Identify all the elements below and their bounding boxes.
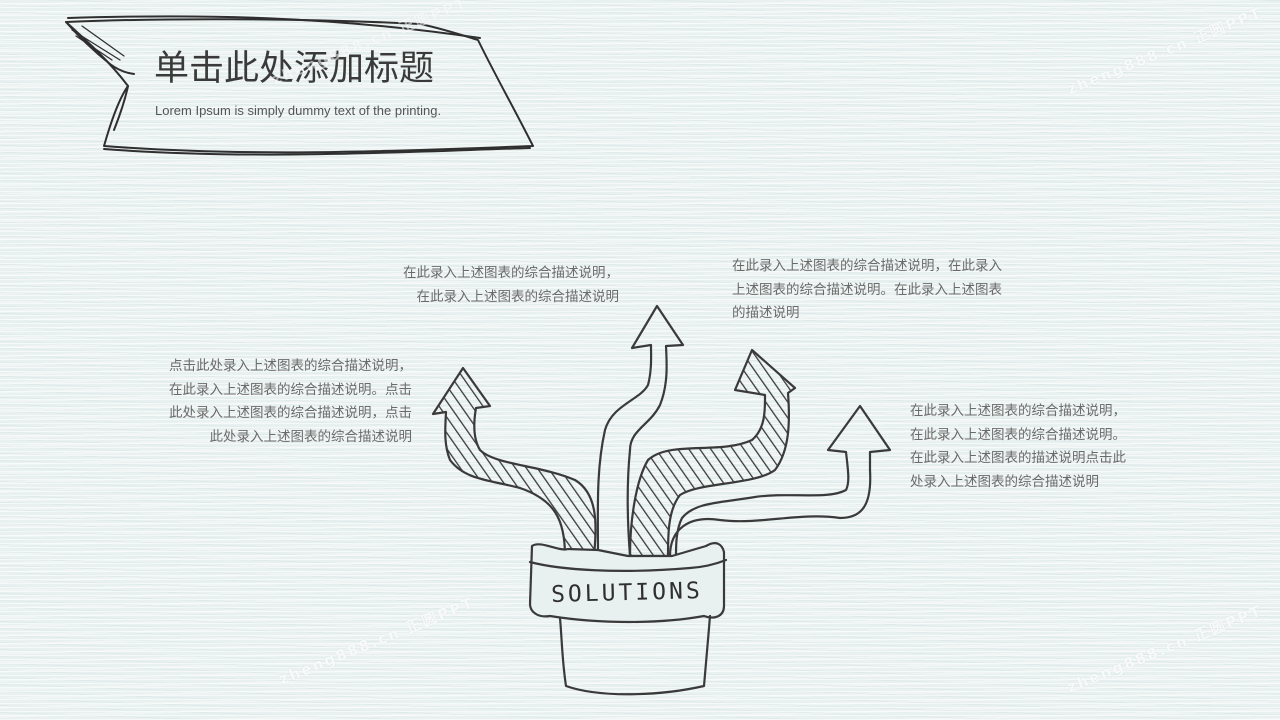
description-line: 上述图表的综合描述说明。在此录入上述图表 (732, 281, 1002, 298)
description-line: 在此录入上述图表的综合描述说明 (416, 288, 620, 305)
description-top-right[interactable]: 在此录入上述图表的综合描述说明，在此录入 上述图表的综合描述说明。在此录入上述图… (732, 255, 1002, 326)
description-line: 在此录入上述图表的综合描述说明， (910, 403, 1126, 419)
description-line: 在此录入上述图表的描述说明点击此 (910, 450, 1126, 466)
solutions-label: SOLUTIONS (551, 578, 703, 608)
description-line: 此处录入上述图表的综合描述说明 (209, 428, 413, 445)
description-top-left[interactable]: 在此录入上述图表的综合描述说明， 在此录入上述图表的综合描述说明 (403, 262, 619, 309)
description-line: 处录入上述图表的综合描述说明 (910, 473, 1099, 490)
description-line: 此处录入上述图表的综合描述说明，点击 (169, 405, 412, 421)
description-line: 在此录入上述图表的综合描述说明，在此录入 (732, 258, 1002, 274)
page-title[interactable]: 单击此处添加标题 (154, 49, 435, 89)
page-subtitle[interactable]: Lorem Ipsum is simply dummy text of the … (155, 103, 442, 118)
solutions-arrows-icon (431, 304, 892, 696)
description-line: 在此录入上述图表的综合描述说明， (403, 265, 619, 281)
description-line: 点击此处录入上述图表的综合描述说明， (169, 358, 412, 374)
description-line: 在此录入上述图表的综合描述说明。 (910, 426, 1126, 443)
description-line: 的描述说明 (732, 305, 800, 321)
description-mid-right[interactable]: 在此录入上述图表的综合描述说明， 在此录入上述图表的综合描述说明。 在此录入上述… (910, 400, 1126, 494)
title-ribbon-frame (65, 15, 534, 156)
description-mid-left[interactable]: 点击此处录入上述图表的综合描述说明， 在此录入上述图表的综合描述说明。点击 此处… (169, 355, 412, 449)
description-line: 在此录入上述图表的综合描述说明。点击 (169, 381, 412, 398)
